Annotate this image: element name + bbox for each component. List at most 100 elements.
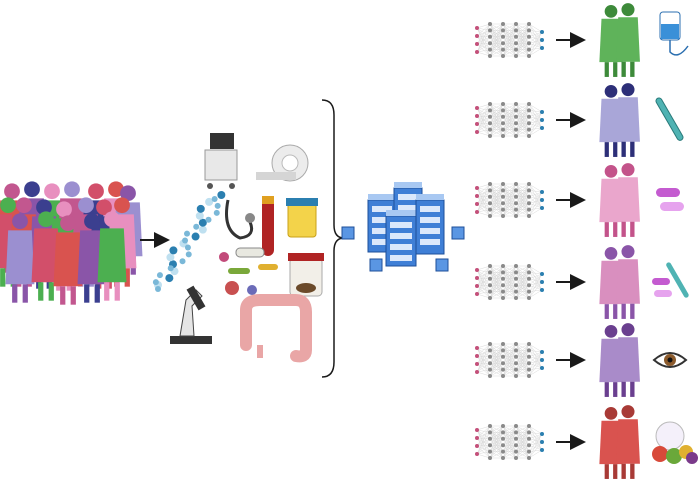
hidden-node — [501, 34, 505, 39]
output-node — [540, 280, 544, 284]
input-node — [475, 276, 479, 280]
hidden-node — [527, 127, 531, 132]
hidden-node — [514, 374, 518, 378]
diet-food-icon — [652, 421, 698, 464]
input-node — [475, 186, 479, 190]
hidden-node — [514, 188, 518, 193]
subgroup-row — [475, 405, 698, 479]
output-node — [540, 366, 544, 370]
dna-helix-icon — [152, 191, 226, 292]
hidden-node — [527, 276, 531, 281]
hidden-node — [527, 342, 531, 346]
hidden-node — [527, 354, 531, 359]
hidden-node — [501, 276, 505, 281]
hidden-node — [514, 121, 518, 126]
patient-figure — [616, 83, 640, 157]
hidden-node — [488, 354, 492, 359]
hidden-node — [488, 430, 492, 435]
patient-figure — [616, 405, 640, 479]
hidden-node — [514, 443, 518, 448]
hidden-node — [501, 22, 505, 26]
hidden-node — [501, 296, 505, 300]
hidden-node — [527, 28, 531, 33]
hidden-node — [488, 289, 492, 294]
subgroup-row — [475, 83, 684, 157]
hidden-node — [527, 47, 531, 52]
hidden-node — [501, 134, 505, 138]
hidden-node — [488, 367, 492, 372]
hidden-node — [501, 342, 505, 346]
hidden-node — [488, 276, 492, 281]
hidden-node — [488, 361, 492, 366]
hidden-node — [527, 289, 531, 294]
hidden-node — [501, 436, 505, 441]
blood-tube-icon — [262, 196, 274, 256]
hidden-node — [488, 194, 492, 199]
hidden-node — [527, 41, 531, 46]
patient-figure — [616, 245, 640, 319]
hidden-node — [501, 28, 505, 33]
input-node — [475, 26, 479, 30]
output-node — [540, 126, 544, 130]
hidden-node — [527, 361, 531, 366]
iv-bag-icon — [659, 11, 689, 56]
hidden-node — [488, 264, 492, 268]
hidden-node — [501, 443, 505, 448]
colon-icon — [240, 294, 312, 363]
hidden-node — [527, 22, 531, 26]
input-node — [475, 452, 479, 456]
microbes-icon — [219, 247, 278, 295]
neural-network-icon — [475, 424, 544, 460]
neural-network-icon — [475, 22, 544, 58]
hidden-node — [514, 28, 518, 33]
hidden-node — [527, 188, 531, 193]
input-node — [475, 34, 479, 38]
hidden-node — [501, 374, 505, 378]
hidden-node — [527, 456, 531, 460]
hidden-node — [527, 449, 531, 454]
hidden-node — [501, 289, 505, 294]
output-node — [540, 110, 544, 114]
hidden-node — [514, 108, 518, 113]
hidden-node — [514, 456, 518, 460]
output-node — [540, 272, 544, 276]
input-node — [475, 362, 479, 366]
crowd-patient — [53, 215, 83, 305]
patient-figure — [616, 163, 640, 237]
data-server-icon — [341, 182, 465, 272]
medical-data-sources — [152, 133, 324, 363]
hidden-node — [488, 28, 492, 33]
hidden-node — [527, 108, 531, 113]
injection-pen-icon — [655, 97, 684, 141]
hidden-node — [501, 367, 505, 372]
hidden-node — [514, 424, 518, 428]
patient-subgroup — [599, 3, 640, 77]
hidden-node — [514, 264, 518, 268]
hidden-node — [527, 194, 531, 199]
hidden-node — [488, 182, 492, 186]
hidden-node — [488, 22, 492, 26]
hidden-node — [488, 348, 492, 353]
output-node — [540, 198, 544, 202]
crowd-patient — [5, 213, 35, 303]
hidden-node — [501, 201, 505, 206]
hidden-node — [488, 121, 492, 126]
input-node — [475, 354, 479, 358]
hidden-node — [501, 430, 505, 435]
patient-subgroup — [599, 163, 640, 237]
patient-subgroup — [599, 83, 640, 157]
hidden-node — [514, 270, 518, 275]
hidden-node — [527, 54, 531, 58]
output-node — [540, 440, 544, 444]
output-node — [540, 350, 544, 354]
hidden-node — [514, 201, 518, 206]
hidden-node — [514, 34, 518, 39]
hidden-node — [514, 22, 518, 26]
output-node — [540, 30, 544, 34]
neural-network-icon — [475, 264, 544, 300]
hidden-node — [514, 361, 518, 366]
hidden-node — [527, 296, 531, 300]
hidden-node — [501, 54, 505, 58]
hidden-node — [501, 264, 505, 268]
